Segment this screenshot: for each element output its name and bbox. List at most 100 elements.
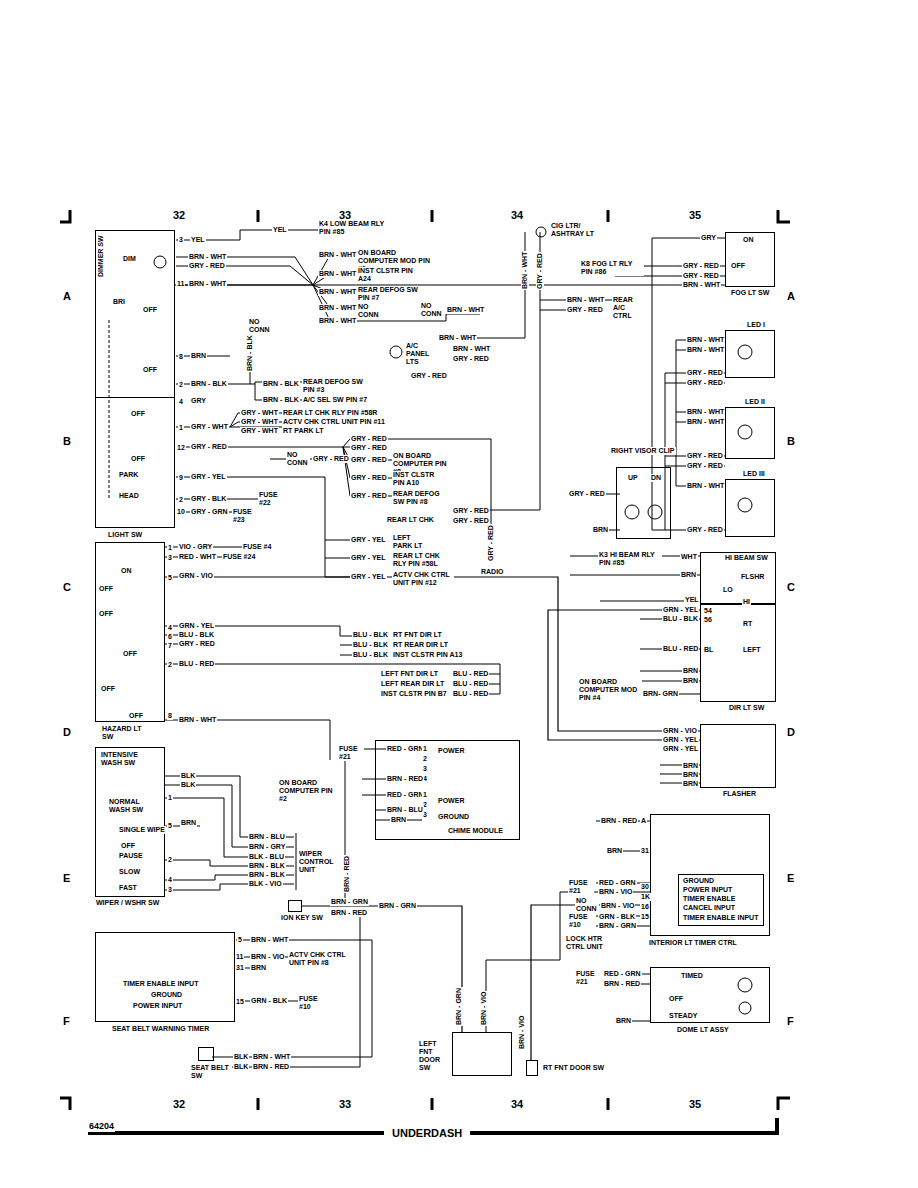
wire-label: F xyxy=(786,1015,795,1028)
wire-label: INST CLSTR PIN B7 xyxy=(380,690,448,698)
component-name: CHIME MODULE xyxy=(447,827,504,835)
wire-label: F xyxy=(62,1015,71,1028)
wire-label: REAR LT CHK RLY PIN #58R xyxy=(282,409,378,417)
wire-label: WHT xyxy=(680,553,698,561)
component-name: DIR LT SW xyxy=(728,704,765,712)
wire-label: BRN - WHT xyxy=(252,1053,291,1061)
wire-label: GRN - YEL xyxy=(662,745,699,753)
wire-label: GRY - RED xyxy=(350,474,388,482)
wire-label: 56 xyxy=(703,616,713,624)
wire-label: BRN - WHT xyxy=(566,296,605,304)
wire-label: 6 xyxy=(167,633,173,641)
wire-label: A xyxy=(62,290,72,303)
wire-label: BLU - BLK xyxy=(352,641,389,649)
wire-label: FUSE #10 xyxy=(298,995,324,1011)
wire-label: OFF xyxy=(120,842,136,850)
wire-label: 3 xyxy=(178,236,184,244)
wire-label: GRY - RED xyxy=(350,435,388,443)
wire-label: BLK xyxy=(233,1053,249,1061)
wire-label: BRN - GRN xyxy=(455,987,463,1026)
bulb-symbol xyxy=(738,498,752,512)
wire-label: BRN - RED xyxy=(343,855,351,893)
component-box: DOME LT ASSY xyxy=(648,965,772,1039)
component-box: CHIME MODULE xyxy=(375,740,520,840)
wire-label: LO xyxy=(722,586,734,594)
wire-label: INST CLSTR PIN A13 xyxy=(392,651,463,659)
switch-linkage xyxy=(109,320,110,500)
wire-label: OFF xyxy=(130,410,146,418)
component-box: LEFT FNT DOOR SW xyxy=(418,1030,514,1082)
wire-label: BRN - WHT xyxy=(188,253,227,261)
bulb-symbol xyxy=(648,505,662,519)
wire-label: 12 xyxy=(176,444,186,452)
box-outline xyxy=(725,330,775,378)
wire-label: LEFT PARK LT xyxy=(392,534,424,550)
wire-label: ON xyxy=(742,236,755,244)
component-box: HI BEAM SW xyxy=(698,550,778,604)
wire-label: DIM xyxy=(122,255,137,263)
wire-label: BRN - BLK xyxy=(262,396,300,404)
wire-label: BRN - VIO xyxy=(480,991,488,1026)
wire-label: HEAD xyxy=(118,492,140,500)
wire-label: 33 xyxy=(338,1098,352,1111)
wire-label: YEL xyxy=(272,226,288,234)
wire-label: ACTV CHK CTRL UNIT PIN #12 xyxy=(392,571,454,587)
wire-label: FUSE #21 xyxy=(575,970,601,986)
wire xyxy=(176,230,612,510)
wire-label: D xyxy=(786,726,796,739)
component-name: RIGHT VISOR CLIP xyxy=(610,447,676,455)
wire-label: NORMAL WASH SW xyxy=(108,798,150,814)
wire-label: 3 xyxy=(167,554,173,562)
wire-label: BRN - WHT xyxy=(318,270,357,278)
wire-label: BRN - BLK xyxy=(246,334,254,372)
wire-label: ON BOARD COMPUTER PIN #2 xyxy=(278,779,338,803)
wire xyxy=(165,776,296,890)
wire-label: NO CONN xyxy=(248,318,272,334)
wire-label: 1 xyxy=(167,544,173,552)
wire-connector xyxy=(531,905,650,1060)
wire-label: K3 HI BEAM RLY PIN #85 xyxy=(598,551,662,567)
wire-label: BRN - WHT xyxy=(686,418,725,426)
wire-connector xyxy=(165,577,700,731)
wire-connector xyxy=(548,610,700,740)
wire-label: POWER xyxy=(437,747,465,755)
wire-label: C xyxy=(62,581,72,594)
wire-label: GRY xyxy=(700,234,717,242)
wire-label: BLU - BLK xyxy=(662,615,699,623)
wire-label: GROUND xyxy=(437,813,470,821)
wire-label: STEADY xyxy=(668,1012,698,1020)
wire-label: BRN - WHT xyxy=(178,716,217,724)
wire-label: 2 xyxy=(178,496,184,504)
wire-label: NO CONN xyxy=(420,302,444,318)
wire-label: OFF xyxy=(142,366,158,374)
wire-label: PARK xyxy=(118,471,139,479)
wire-label: A xyxy=(786,290,796,303)
box-outline xyxy=(198,1047,214,1061)
wire xyxy=(570,556,700,783)
wire-label: 5 xyxy=(167,822,173,830)
wire-label: GRY - RED xyxy=(190,443,228,451)
wire-label: GRY - RED xyxy=(178,640,216,648)
wire-label: BRN - WHT xyxy=(452,345,491,353)
wire-label: BRN - WHT xyxy=(438,334,477,342)
wire-label: BL xyxy=(703,646,714,654)
wire-label: BLK xyxy=(233,1063,249,1071)
wire-label: 2 xyxy=(178,381,184,389)
wire-label: 1 xyxy=(422,791,428,799)
wire-label: OFF xyxy=(142,306,158,314)
wire-label: 4 xyxy=(167,624,173,632)
wire-label: 31 xyxy=(235,964,245,972)
wire-label: GRY - RED xyxy=(452,517,490,525)
wire-label: GRY - RED xyxy=(350,456,388,464)
wire-label: VIO - GRY xyxy=(178,543,213,551)
wire-label: GRY - RED xyxy=(686,369,724,377)
wire-label: REAR LT CHK xyxy=(386,516,435,524)
wire-label: GRY - WHT xyxy=(240,427,279,435)
wire-label: 34 xyxy=(510,209,524,222)
page-title: UNDERDASH xyxy=(391,1127,463,1140)
wire-label: TIMER ENABLE INPUT xyxy=(122,980,199,988)
component-name: LED III xyxy=(742,470,766,478)
wire-label: BRN - BLK xyxy=(248,862,286,870)
wire-label: GRN - BLK xyxy=(250,997,288,1005)
wire-label: YEL xyxy=(190,236,206,244)
